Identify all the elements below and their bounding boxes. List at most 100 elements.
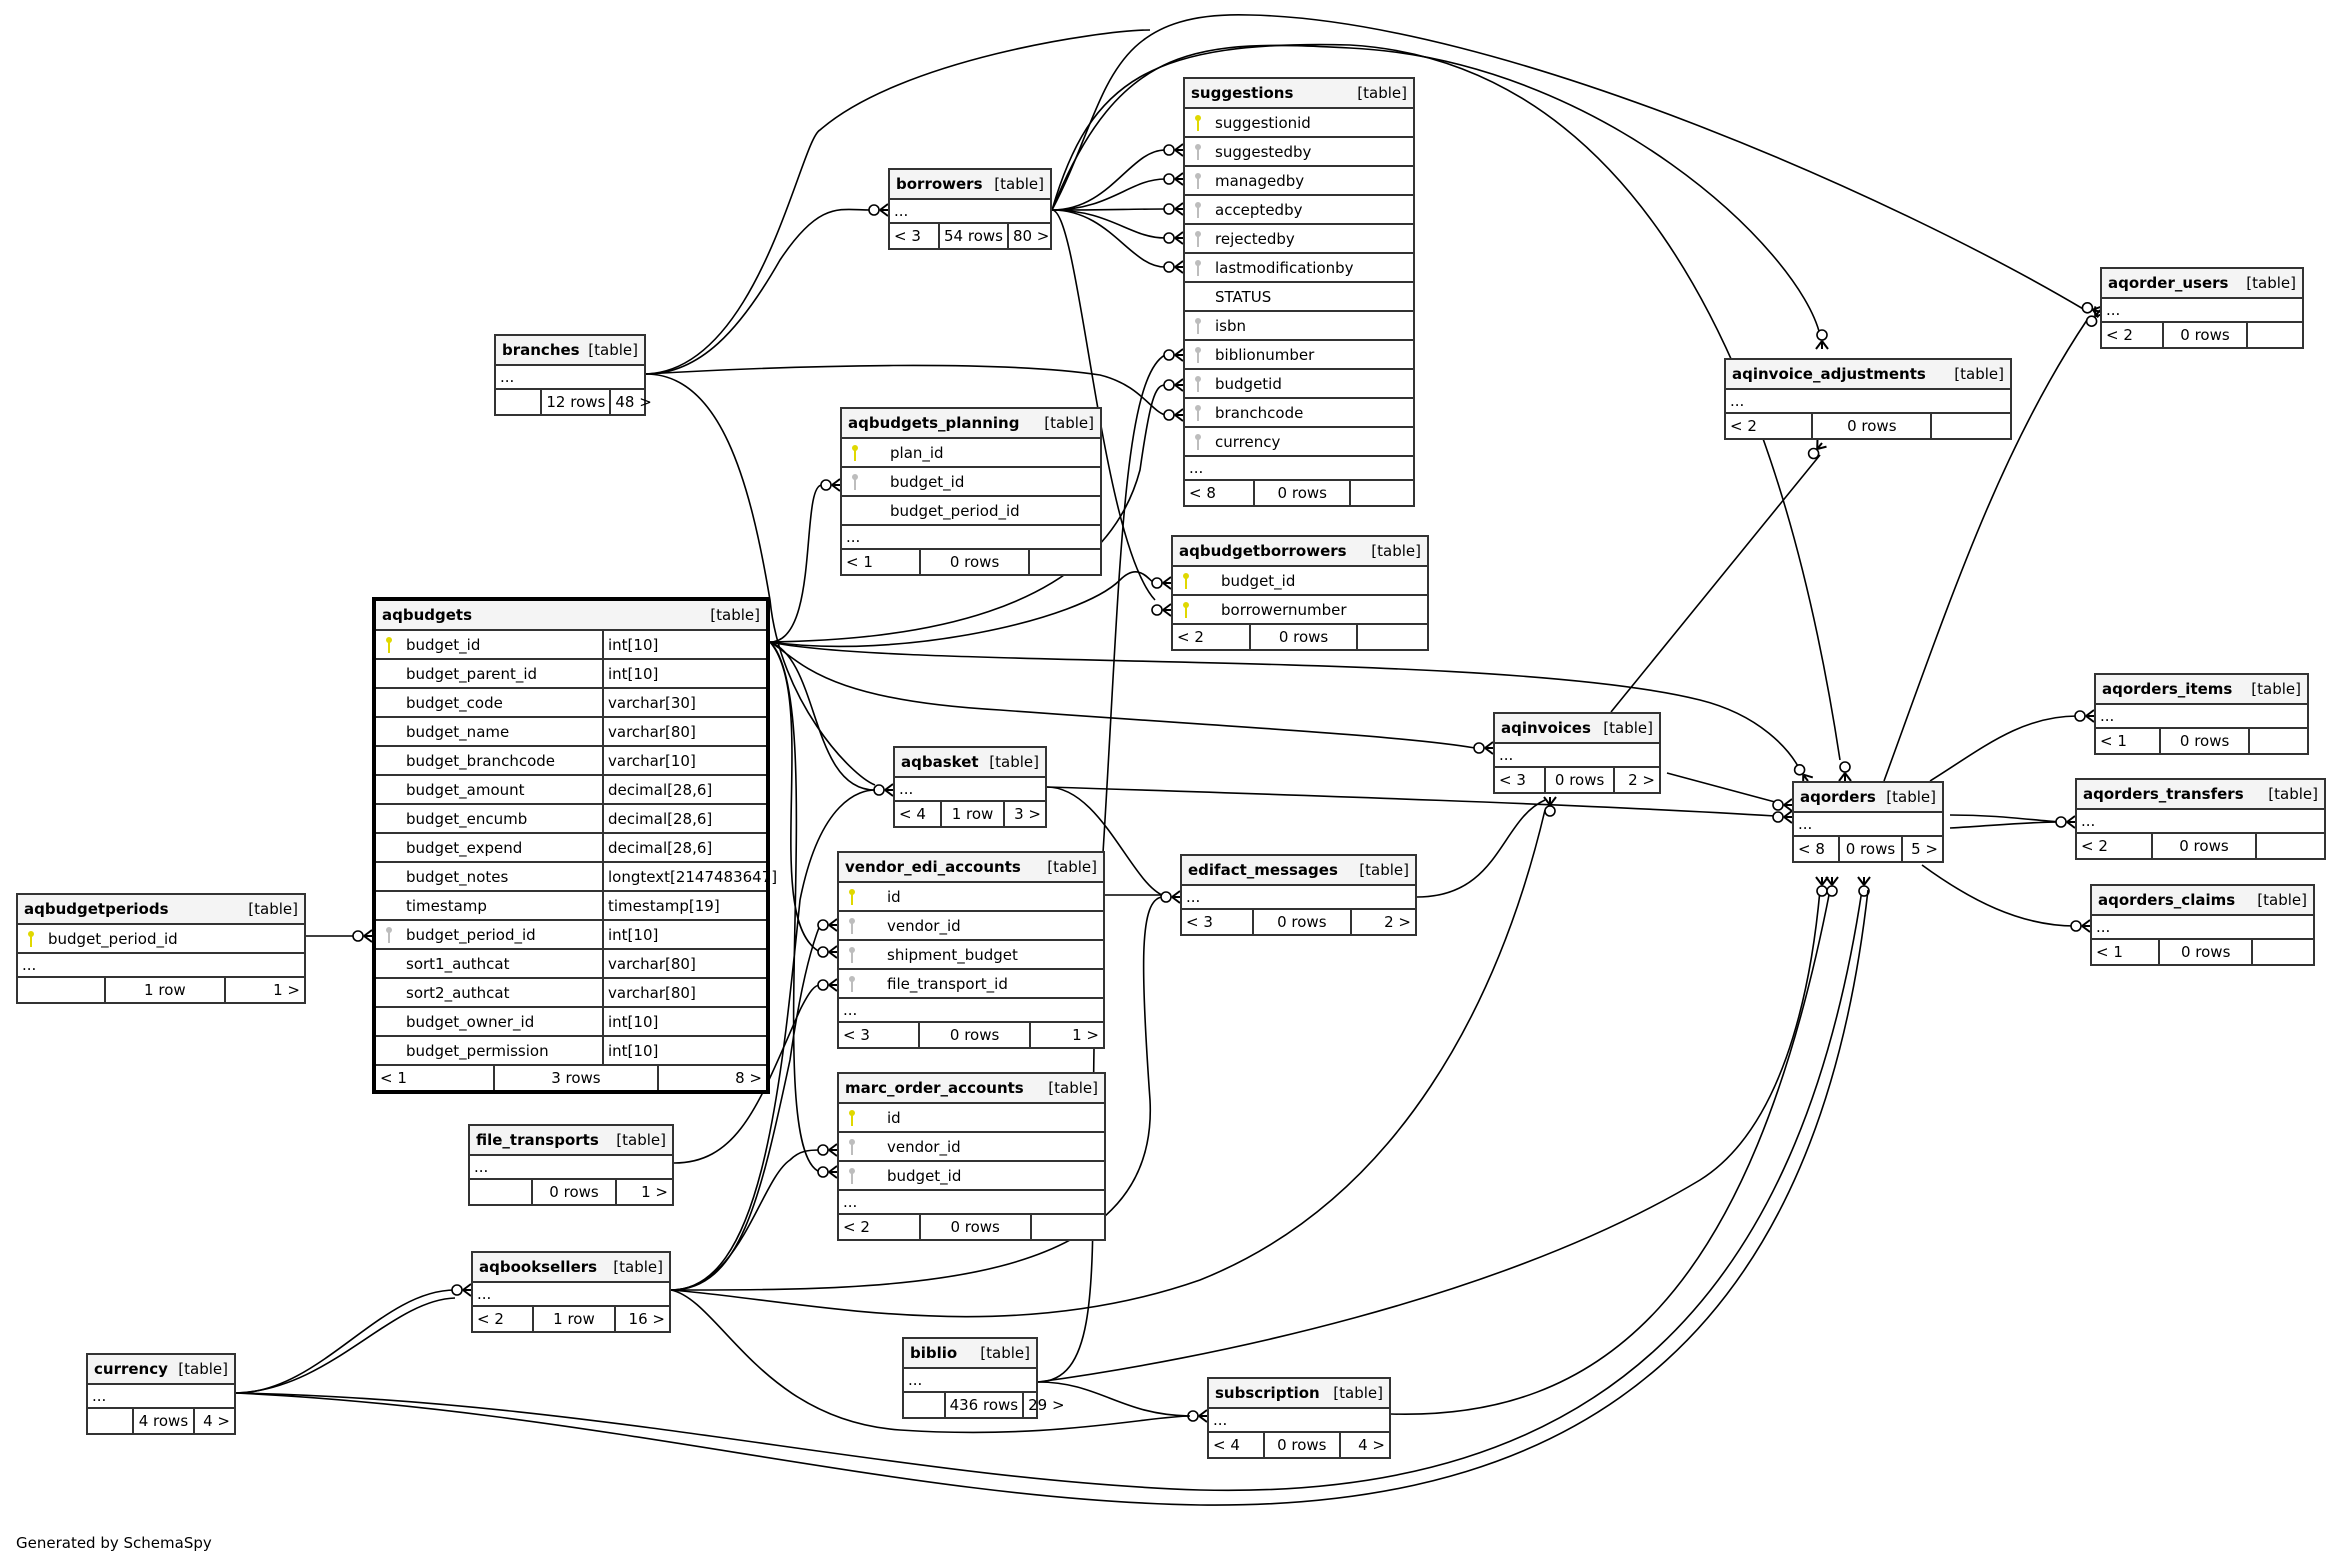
column-row[interactable]: vendor_id: [839, 912, 1103, 941]
table-header[interactable]: aqorder_users[table]: [2102, 269, 2302, 299]
table-header[interactable]: aqbudgetborrowers[table]: [1173, 537, 1427, 567]
table-header[interactable]: aqbudgets_planning[table]: [842, 409, 1100, 439]
table-header[interactable]: vendor_edi_accounts[table]: [839, 853, 1103, 883]
child-count-link[interactable]: [1029, 1215, 1104, 1239]
column-row[interactable]: acceptedby: [1185, 196, 1413, 225]
parent-count-link[interactable]: < 2: [843, 1218, 870, 1236]
column-row[interactable]: isbn: [1185, 312, 1413, 341]
table-name[interactable]: edifact_messages: [1188, 861, 1338, 879]
table-name[interactable]: aqorder_users: [2108, 274, 2229, 292]
column-row[interactable]: budget_id: [839, 1162, 1104, 1191]
table-header[interactable]: aqinvoices[table]: [1495, 714, 1659, 744]
column-row[interactable]: plan_id: [842, 439, 1100, 468]
parent-count-link[interactable]: < 8: [1189, 484, 1216, 502]
table-header[interactable]: biblio[table]: [904, 1339, 1036, 1369]
child-count-link[interactable]: [2246, 323, 2302, 347]
column-row[interactable]: file_transport_id: [839, 970, 1103, 999]
table-name[interactable]: aqbudgetborrowers: [1179, 542, 1347, 560]
table-name[interactable]: suggestions: [1191, 84, 1294, 102]
parent-count-link[interactable]: < 2: [1177, 628, 1204, 646]
table-header[interactable]: aqorders_transfers[table]: [2077, 780, 2324, 810]
child-count-link[interactable]: 80 >: [1006, 224, 1053, 248]
column-row[interactable]: lastmodificationby: [1185, 254, 1413, 283]
table-header[interactable]: suggestions[table]: [1185, 79, 1413, 109]
column-row[interactable]: branchcode: [1185, 399, 1413, 428]
column-row[interactable]: biblionumber: [1185, 341, 1413, 370]
parent-count-link[interactable]: < 3: [1499, 771, 1526, 789]
parent-count-link[interactable]: [496, 390, 540, 414]
parent-count-link[interactable]: < 3: [1186, 913, 1213, 931]
table-aqbudgetperiods[interactable]: aqbudgetperiods[table]budget_period_id..…: [16, 893, 306, 1004]
child-count-link[interactable]: 3 >: [1003, 802, 1045, 826]
parent-count-link[interactable]: < 2: [1730, 417, 1757, 435]
table-header[interactable]: aqorders_claims[table]: [2092, 886, 2313, 916]
table-name[interactable]: aqinvoices: [1501, 719, 1591, 737]
child-count-link[interactable]: [2247, 729, 2307, 753]
table-header[interactable]: aqbasket[table]: [895, 748, 1045, 778]
column-row[interactable]: budget_id: [842, 468, 1100, 497]
child-count-link[interactable]: 4 >: [1338, 1433, 1389, 1457]
parent-count-link[interactable]: < 3: [894, 227, 921, 245]
parent-count-link[interactable]: < 1: [380, 1069, 407, 1087]
table-name[interactable]: aqbasket: [901, 753, 979, 771]
column-row[interactable]: id: [839, 883, 1103, 912]
table-name[interactable]: aqorders_transfers: [2083, 785, 2244, 803]
column-row[interactable]: STATUS: [1185, 283, 1413, 312]
child-count-link[interactable]: 8 >: [656, 1066, 766, 1090]
table-name[interactable]: borrowers: [896, 175, 983, 193]
table-name[interactable]: aqbooksellers: [479, 1258, 598, 1276]
column-row[interactable]: managedby: [1185, 167, 1413, 196]
table-name[interactable]: aqbudgets_planning: [848, 414, 1020, 432]
table-name[interactable]: aqbudgets: [382, 606, 473, 624]
table-header[interactable]: currency[table]: [88, 1355, 234, 1385]
child-count-link[interactable]: [2251, 940, 2313, 964]
table-header[interactable]: borrowers[table]: [890, 170, 1050, 200]
column-row[interactable]: budget_period_id: [18, 925, 304, 954]
table-name[interactable]: marc_order_accounts: [845, 1079, 1024, 1097]
table-name[interactable]: aqorders_claims: [2098, 891, 2236, 909]
table-name[interactable]: file_transports: [476, 1131, 599, 1149]
child-count-link[interactable]: [1349, 481, 1413, 505]
child-count-link[interactable]: 48 >: [609, 390, 655, 414]
parent-count-link[interactable]: < 1: [2100, 732, 2127, 750]
table-header[interactable]: aqbooksellers[table]: [473, 1253, 669, 1283]
column-row[interactable]: id: [839, 1104, 1104, 1133]
table-name[interactable]: currency: [94, 1360, 168, 1378]
table-header[interactable]: subscription[table]: [1209, 1379, 1389, 1409]
table-name[interactable]: subscription: [1215, 1384, 1320, 1402]
table-header[interactable]: aqorders_items[table]: [2096, 675, 2307, 705]
child-count-link[interactable]: [2254, 834, 2324, 858]
parent-count-link[interactable]: [88, 1409, 132, 1433]
table-name[interactable]: vendor_edi_accounts: [845, 858, 1021, 876]
column-row[interactable]: budget_period_id: [842, 497, 1100, 526]
child-count-link[interactable]: [1930, 414, 2010, 438]
parent-count-link[interactable]: < 2: [2081, 837, 2108, 855]
